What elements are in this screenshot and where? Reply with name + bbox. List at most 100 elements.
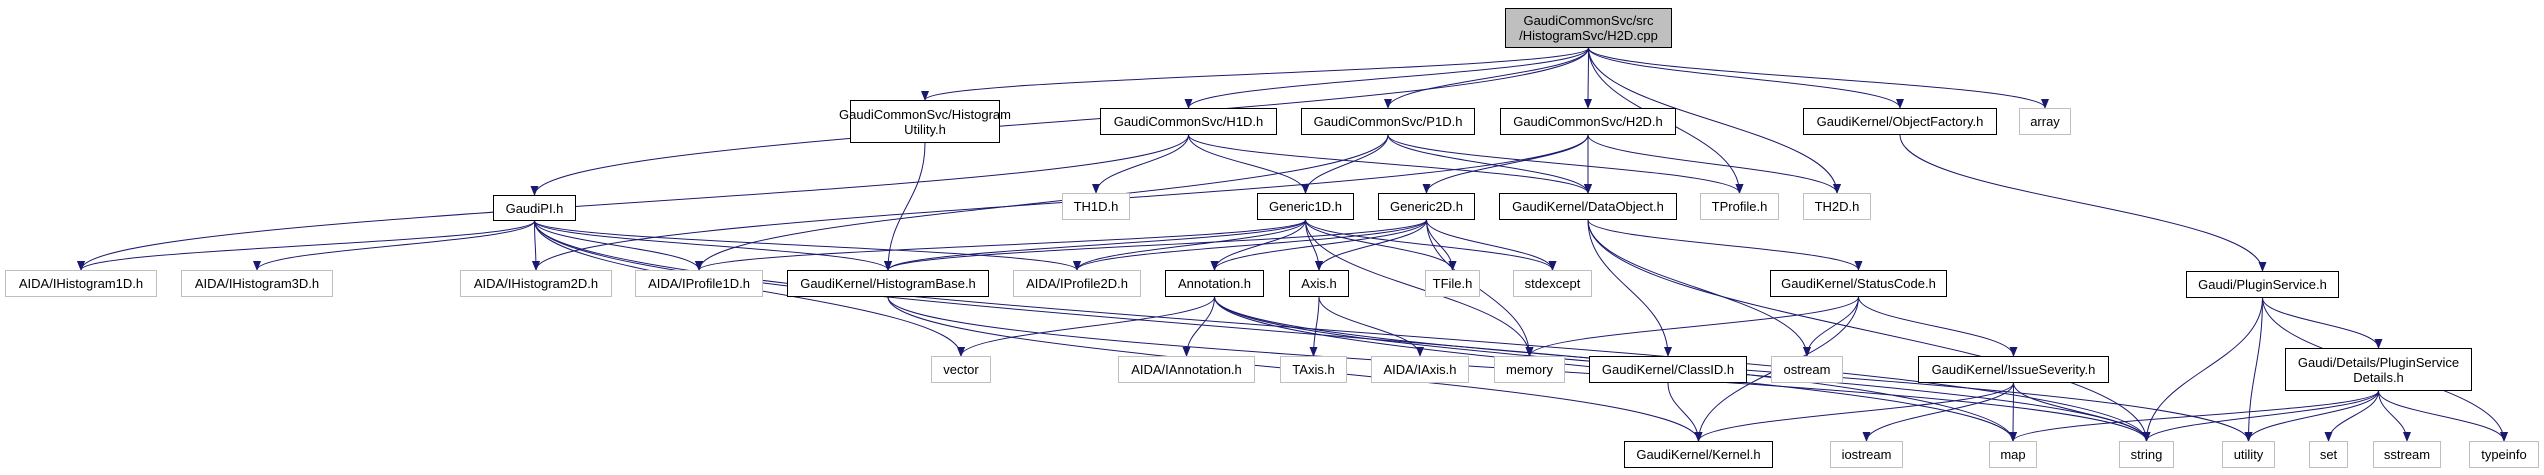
edge-gaudipi-to-string: [534, 220, 2151, 442]
edge-root-to-objfactory: [1588, 47, 1904, 109]
node-histutil[interactable]: GaudiCommonSvc/Histogram Utility.h: [839, 100, 1011, 143]
node-p1d[interactable]: GaudiCommonSvc/P1D.h: [1301, 108, 1475, 135]
edge-gaudipi-to-histbase: [534, 220, 892, 271]
node-label: AIDA/IHistogram2D.h: [473, 276, 599, 291]
edge-issueseverity-to-map: [2009, 382, 2018, 442]
edge-h1d-to-dataobject: [1188, 134, 1592, 194]
node-label: memory: [1506, 362, 1553, 377]
edge-pluginservice-to-pluginservicedetails: [2262, 297, 2383, 349]
edge-dataobject-to-classid: [1587, 219, 1672, 357]
node-aidahist1d: AIDA/IHistogram1D.h: [5, 270, 157, 297]
node-label: iostream: [1841, 447, 1892, 462]
node-th2d: TH2D.h: [1803, 193, 1871, 220]
edge-root-to-gaudipi: [530, 47, 1589, 196]
edge-generic1d-to-aidaprof1d: [695, 219, 1306, 271]
edge-root-to-h2d: [1584, 47, 1593, 109]
node-pluginservicedetails[interactable]: Gaudi/Details/PluginService Details.h: [2285, 348, 2472, 391]
node-label: GaudiCommonSvc/src /HistogramSvc/H2D.cpp: [1519, 13, 1658, 43]
edge-classid-to-kernel: [1667, 382, 1703, 442]
edge-gaudipi-to-aidaprof2d: [534, 220, 1081, 271]
node-axis[interactable]: Axis.h: [1289, 270, 1349, 297]
edge-statuscode-to-issueseverity: [1858, 296, 2018, 357]
edge-pluginservicedetails-to-map: [2009, 390, 2379, 442]
node-label: AIDA/IAnnotation.h: [1131, 362, 1242, 377]
node-label: Generic2D.h: [1390, 199, 1463, 214]
node-label: TFile.h: [1432, 276, 1473, 291]
edge-gaudipi-to-map: [534, 220, 2017, 442]
node-label: array: [2030, 114, 2060, 129]
node-pluginservice[interactable]: Gaudi/PluginService.h: [2186, 271, 2339, 298]
node-taxis: TAxis.h: [1280, 356, 1347, 383]
edge-axis-to-taxis: [1309, 296, 1320, 357]
node-label: GaudiCommonSvc/H2D.h: [1513, 114, 1663, 129]
edge-statuscode-to-ostream: [1803, 296, 1859, 357]
node-label: Annotation.h: [1177, 276, 1251, 291]
node-label: stdexcept: [1524, 276, 1581, 291]
node-label: TH1D.h: [1073, 199, 1119, 214]
node-label: GaudiKernel/HistogramBase.h: [800, 276, 976, 291]
node-aidaprof2d: AIDA/IProfile2D.h: [1013, 270, 1141, 297]
edge-axis-to-aidaaxis: [1318, 296, 1424, 357]
edge-h2d-to-generic2d: [1422, 134, 1589, 194]
node-tprofile: TProfile.h: [1700, 193, 1779, 220]
node-label: string: [2130, 447, 2163, 462]
edge-generic1d-to-memory: [1305, 219, 1534, 357]
edge-pluginservicedetails-to-typeinfo: [2378, 390, 2508, 442]
node-label: GaudiKernel/IssueSeverity.h: [1931, 362, 2096, 377]
edge-dataobject-to-statuscode: [1587, 219, 1863, 271]
edge-generic2d-to-aidaprof2d: [1073, 219, 1427, 271]
edge-issueseverity-to-kernel: [1694, 382, 2014, 442]
node-aidaprof1d: AIDA/IProfile1D.h: [635, 270, 763, 297]
edge-annotation-to-vector: [957, 296, 1215, 357]
node-aidahist2d: AIDA/IHistogram2D.h: [460, 270, 612, 297]
edge-pluginservicedetails-to-set: [2324, 390, 2379, 442]
node-label: TH2D.h: [1814, 199, 1860, 214]
node-annotation[interactable]: Annotation.h: [1165, 270, 1264, 297]
node-label: GaudiCommonSvc/H1D.h: [1113, 114, 1264, 129]
node-gaudipi[interactable]: GaudiPI.h: [493, 195, 576, 221]
node-generic1d[interactable]: Generic1D.h: [1257, 193, 1354, 220]
node-label: TAxis.h: [1292, 362, 1335, 377]
node-iostream: iostream: [1830, 441, 1903, 468]
node-kernel[interactable]: GaudiKernel/Kernel.h: [1624, 441, 1773, 468]
node-label: GaudiKernel/ClassID.h: [1601, 362, 1735, 377]
node-histbase[interactable]: GaudiKernel/HistogramBase.h: [787, 270, 989, 297]
node-root[interactable]: GaudiCommonSvc/src /HistogramSvc/H2D.cpp: [1505, 8, 1672, 48]
node-typeinfo: typeinfo: [2469, 441, 2539, 468]
edge-generic1d-to-annotation: [1210, 219, 1306, 271]
node-classid[interactable]: GaudiKernel/ClassID.h: [1589, 356, 1747, 383]
node-dataobject[interactable]: GaudiKernel/DataObject.h: [1499, 193, 1677, 220]
node-array: array: [2019, 108, 2071, 135]
edge-dataobject-to-ostream: [1587, 219, 1811, 357]
node-label: typeinfo: [2481, 447, 2527, 462]
edge-annotation-to-aidaannotation: [1182, 296, 1215, 357]
node-issueseverity[interactable]: GaudiKernel/IssueSeverity.h: [1918, 356, 2109, 383]
node-h2d[interactable]: GaudiCommonSvc/H2D.h: [1500, 108, 1676, 135]
edge-generic2d-to-histbase: [884, 219, 1427, 271]
node-h1d[interactable]: GaudiCommonSvc/H1D.h: [1100, 108, 1277, 135]
node-stdexcept: stdexcept: [1513, 270, 1592, 297]
node-generic2d[interactable]: Generic2D.h: [1378, 193, 1475, 220]
node-objfactory[interactable]: GaudiKernel/ObjectFactory.h: [1803, 108, 1997, 135]
node-label: utility: [2233, 447, 2264, 462]
edge-generic2d-to-stdexcept: [1426, 219, 1557, 271]
edge-issueseverity-to-iostream: [1862, 382, 2014, 442]
edge-root-to-h1d: [1184, 47, 1589, 109]
edge-p1d-to-aidaprof1d: [695, 134, 1389, 271]
edge-p1d-to-dataobject: [1387, 134, 1592, 194]
node-label: map: [2000, 447, 2026, 462]
node-label: ostream: [1783, 362, 1831, 377]
edge-gaudipi-to-aidahist1d: [77, 220, 535, 271]
node-vector: vector: [931, 356, 991, 383]
node-memory: memory: [1494, 356, 1565, 383]
node-label: AIDA/IAxis.h: [1383, 362, 1457, 377]
edge-gaudipi-to-aidahist2d: [531, 220, 540, 271]
node-label: Generic1D.h: [1269, 199, 1342, 214]
node-sstream: sstream: [2373, 441, 2441, 468]
edge-pluginservicedetails-to-utility: [2244, 390, 2379, 442]
node-string: string: [2119, 441, 2174, 468]
node-statuscode[interactable]: GaudiKernel/StatusCode.h: [1770, 270, 1947, 297]
node-tfile: TFile.h: [1425, 270, 1480, 297]
edge-gaudipi-to-aidahist3d: [253, 220, 535, 271]
